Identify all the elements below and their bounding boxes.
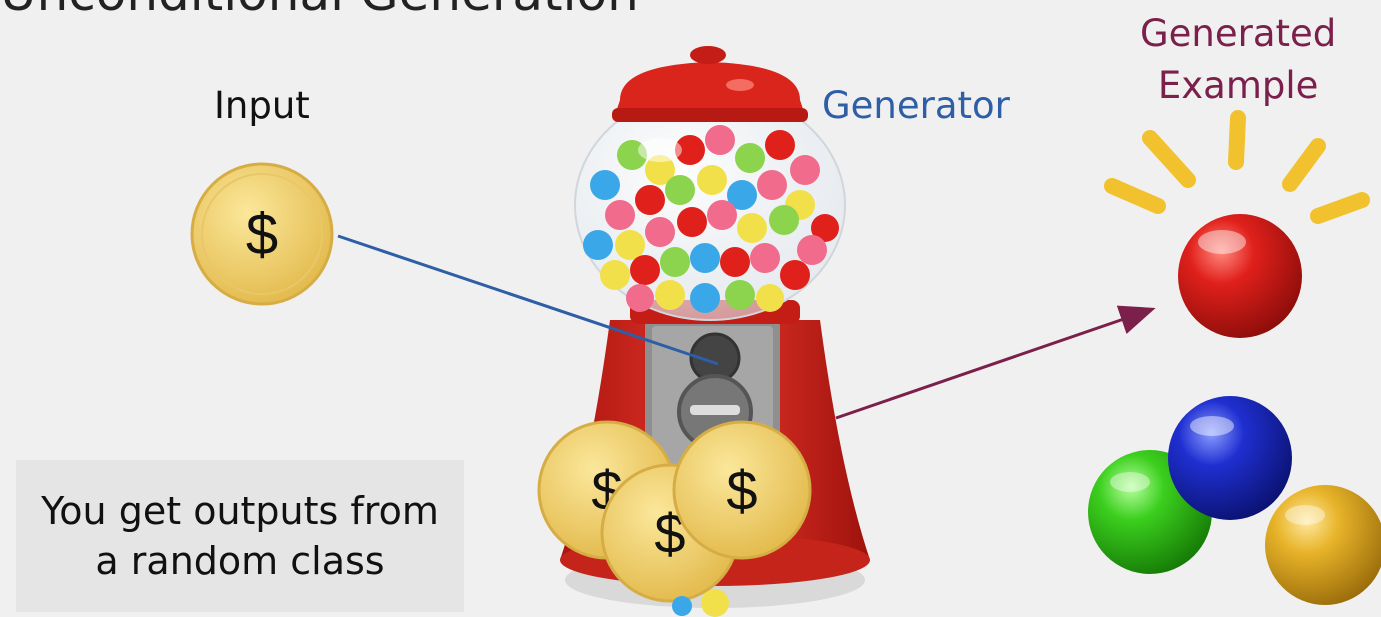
input-coin-icon: $ [190,162,334,306]
generated-gumball-icon [1178,214,1302,338]
input-label: Input [214,84,310,127]
note-line2: a random class [95,539,385,583]
gumballs-inside [583,125,839,313]
generated-label-line2: Example [1157,64,1319,107]
gumball-group-icon [1088,396,1381,605]
output-arrow [835,305,1156,420]
sparkle-icon [1104,110,1370,224]
note-box: You get outputs from a random class [16,460,464,612]
input-arrow [337,234,719,366]
generated-example-label: Generated Example [1140,8,1336,112]
coin-pile-icon: $ $ $ [537,420,812,617]
generated-label-line1: Generated [1140,12,1337,55]
svg-text:$: $ [726,459,757,522]
note-line1: You get outputs from [41,489,439,533]
slide-title: Unconditional Generation [0,0,639,22]
generator-label: Generator [822,84,1010,127]
coin-symbol: $ [246,202,278,267]
